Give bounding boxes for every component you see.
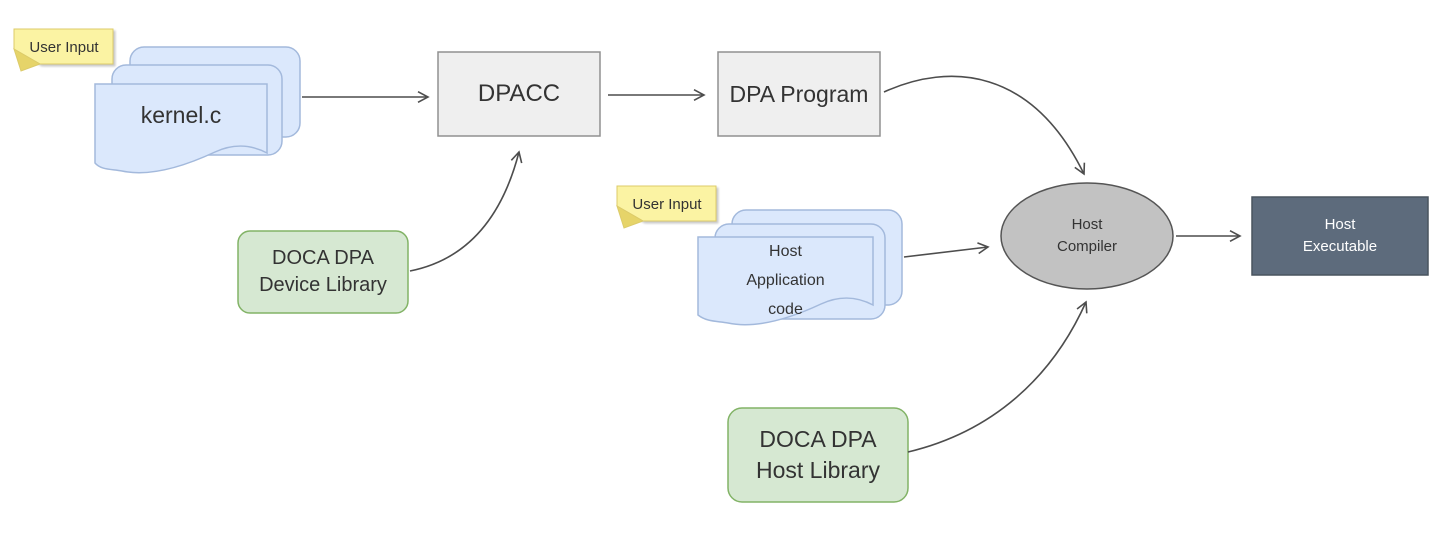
rounded-box-device-library [237,230,409,314]
rounded-box-host-library [727,407,909,503]
document-stack-kernel [94,46,301,174]
process-box-dpa-program [717,51,881,137]
arrow-dpa-program-to-compiler [883,75,1086,176]
arrow-device-library-to-dpacc [409,150,523,272]
arrow-host-app-to-compiler [903,242,990,258]
box-host-executable [1251,196,1429,276]
ellipse-host-compiler [1000,182,1174,290]
process-box-dpacc [437,51,601,137]
sticky-note-2-shape [616,185,717,229]
document-stack-host-app [697,209,903,326]
sticky-note-1-shape [13,28,114,72]
arrow-host-library-to-compiler [907,300,1088,453]
